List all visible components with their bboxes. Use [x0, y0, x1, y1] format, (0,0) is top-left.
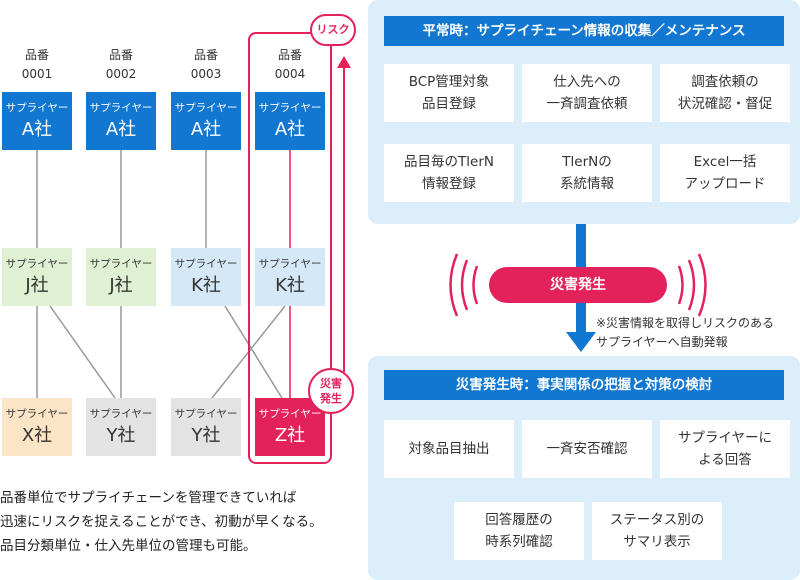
disaster-time-panel: 災害発生時：事実関係の把握と対策の検討 対象品目抽出 一斉安否確認 サプライヤー…	[368, 356, 800, 580]
tile-bcp-registration: BCP管理対象 品目登録	[384, 64, 514, 122]
disaster-occurrence-pill: 災害発生	[489, 267, 667, 303]
tile-extract-items: 対象品目抽出	[384, 420, 514, 478]
tile-tier-registration: 品目毎のTlerN 情報登録	[384, 144, 514, 202]
tile-supplier-response: サプライヤーに よる回答	[660, 420, 790, 478]
disaster-time-title: 災害発生時：事実関係の把握と対策の検討	[384, 370, 784, 400]
tile-excel-upload: Excel一括 アップロード	[660, 144, 790, 202]
normal-time-title: 平常時：サプライチェーン情報の収集／メンテナンス	[384, 16, 784, 46]
tile-safety-check: 一斉安否確認	[522, 420, 652, 478]
tile-status-summary: ステータス別の サマリ表示	[592, 502, 722, 560]
tile-tier-lineage: TlerNの 系統情報	[522, 144, 652, 202]
disaster-badge: 災害 発生	[308, 368, 354, 414]
tile-request-status: 調査依頼の 状況確認・督促	[660, 64, 790, 122]
normal-time-panel: 平常時：サプライチェーン情報の収集／メンテナンス BCP管理対象 品目登録 仕入…	[368, 0, 800, 224]
tile-bulk-survey-request: 仕入先への 一斉調査依頼	[522, 64, 652, 122]
risk-highlight-frame	[248, 32, 332, 464]
auto-alert-note: ※災害情報を取得しリスクのある サプライヤーへ自動発報	[596, 316, 775, 349]
risk-badge: リスク	[310, 14, 356, 46]
tile-response-history: 回答履歴の 時系列確認	[454, 502, 584, 560]
description-text: 品番単位でサプライチェーンを管理できていれば 迅速にリスクを捉えることができ、初…	[0, 490, 323, 554]
